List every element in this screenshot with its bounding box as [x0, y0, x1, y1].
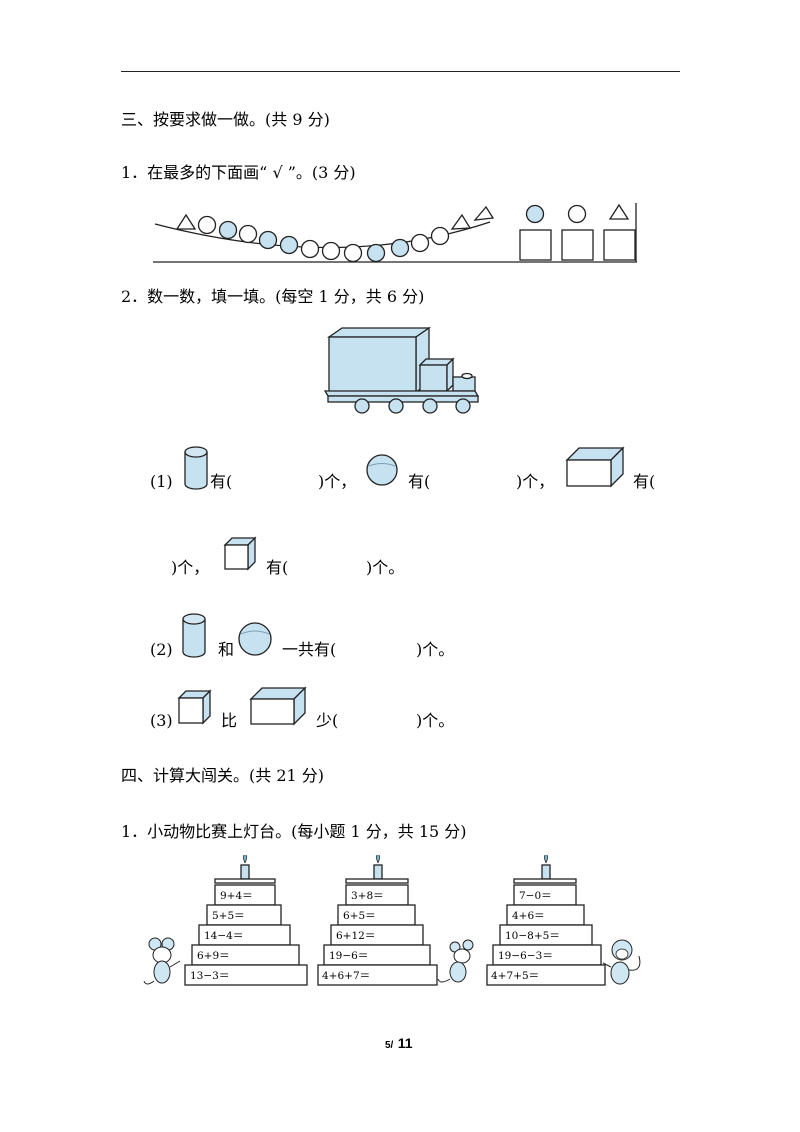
count-blank-close: )个， [318, 472, 357, 491]
answer-box-triangle[interactable] [603, 229, 636, 261]
count-blank-open: 有( [266, 558, 289, 577]
section-4-title: 四、计算大闯关。(共 21 分) [121, 766, 325, 785]
candle-flame-icon [376, 855, 380, 864]
header-rule [121, 71, 680, 72]
wheel [455, 398, 471, 414]
cuboid-icon [565, 446, 625, 488]
question-1-label: 1．在最多的下面画“ √ ”。(3 分) [121, 163, 356, 182]
candle-icon [240, 864, 250, 880]
equation: 14−4＝ [204, 930, 243, 942]
candle-flame-icon [544, 855, 548, 864]
legend-circle-icon [567, 204, 587, 224]
bead-triangle [175, 213, 197, 230]
lamp-tower-3: 7−0＝ 4+6＝ 10−8+5＝ 19−6−3＝ 4+7+5＝ [486, 855, 641, 986]
truck-base-top [323, 390, 480, 397]
truck-body-top [326, 327, 432, 338]
truck-hood [452, 376, 476, 392]
equation: 4+6+7＝ [322, 970, 370, 982]
sphere-icon [238, 622, 272, 656]
bead-triangle [473, 205, 495, 221]
mouse-icon [437, 939, 474, 983]
equation: 5+5＝ [212, 910, 245, 922]
count-blank-close: )个。 [366, 558, 405, 577]
cube-icon [177, 689, 212, 725]
answer-box-ball[interactable] [519, 229, 552, 261]
part-1-number: (1) [150, 472, 173, 491]
count-blank-open: 有( [210, 472, 233, 491]
truck-base [327, 395, 479, 403]
lamp-tower-2: 3+8＝ 6+5＝ 6+12＝ 19−6＝ 4+6+7＝ [317, 855, 474, 986]
sphere-icon [366, 454, 398, 486]
bead-circle [197, 215, 217, 235]
truck-figure [323, 326, 480, 414]
count-blank-open: 有( [408, 472, 431, 491]
part-3-number: (3) [150, 711, 173, 730]
total-blank-open: 一共有( [282, 640, 337, 659]
answer-box-circle[interactable] [561, 229, 594, 261]
cuboid-icon [249, 686, 307, 726]
and-text: 和 [218, 640, 235, 659]
equation: 7−0＝ [519, 890, 552, 902]
bead-string-figure [153, 203, 637, 263]
candle-flame-icon [243, 855, 247, 864]
equation: 19−6−3＝ [498, 950, 553, 962]
bead-ball [258, 230, 278, 250]
part-2-number: (2) [150, 640, 173, 659]
cylinder-icon [182, 613, 206, 658]
truck-body-front [328, 336, 417, 393]
bead-ball [390, 238, 410, 258]
bead-ball [218, 220, 238, 240]
bead-circle [410, 233, 430, 253]
bead-circle [321, 241, 341, 261]
total-blank-close: )个。 [416, 640, 455, 659]
equation: 13−3＝ [190, 970, 229, 982]
equation: 10−8+5＝ [505, 930, 560, 942]
less-blank-open: 少( [316, 711, 339, 730]
step-5 [486, 964, 606, 986]
count-blank-close: )个， [171, 558, 210, 577]
section-3-title: 三、按要求做一做。(共 9 分) [121, 110, 330, 129]
less-blank-close: )个。 [416, 711, 455, 730]
equation: 3+8＝ [351, 890, 384, 902]
bead-triangle [450, 213, 472, 230]
question-2-label: 2．数一数，填一填。(每空 1 分，共 6 分) [121, 287, 425, 306]
count-blank-close: )个， [516, 472, 555, 491]
page-number: 5/ [385, 1040, 394, 1051]
wheel [422, 398, 438, 414]
bead-circle [300, 239, 320, 259]
equation: 4+6＝ [512, 910, 545, 922]
equation: 6+9＝ [197, 950, 230, 962]
equation: 6+12＝ [336, 930, 375, 942]
step-5 [184, 964, 308, 986]
equation: 19−6＝ [329, 950, 368, 962]
bead-circle [343, 243, 363, 263]
equation: 9+4＝ [220, 890, 253, 902]
legend-triangle-icon [608, 203, 630, 220]
truck-cab-side [446, 357, 454, 393]
page-total: 11 [397, 1035, 413, 1051]
question-1-label: 1．小动物比赛上灯台。(每小题 1 分，共 15 分) [121, 822, 467, 841]
monkey-icon [602, 939, 641, 985]
truck-cab [419, 364, 448, 392]
count-blank-open: 有( [633, 472, 656, 491]
compare-text: 比 [221, 711, 238, 730]
wheel [388, 398, 404, 414]
mouse-icon [143, 937, 181, 985]
cube-icon [223, 536, 257, 571]
truck-cylinder [461, 372, 473, 380]
page-footer: 5/ 11 [385, 1035, 413, 1053]
candle-icon [541, 864, 551, 880]
legend-ball-icon [525, 204, 545, 224]
candle-icon [373, 864, 383, 880]
wheel [354, 398, 370, 414]
lamp-tower-1: 9+4＝ 5+5＝ 14−4＝ 6+9＝ 13−3＝ [143, 855, 308, 986]
bead-ball [366, 243, 386, 263]
bead-circle [430, 226, 450, 246]
bead-ball [279, 235, 299, 255]
bead-circle [238, 224, 258, 244]
equation: 6+5＝ [343, 910, 376, 922]
step-5 [317, 964, 438, 986]
equation: 4+7+5＝ [491, 970, 539, 982]
cylinder-icon [184, 446, 208, 490]
